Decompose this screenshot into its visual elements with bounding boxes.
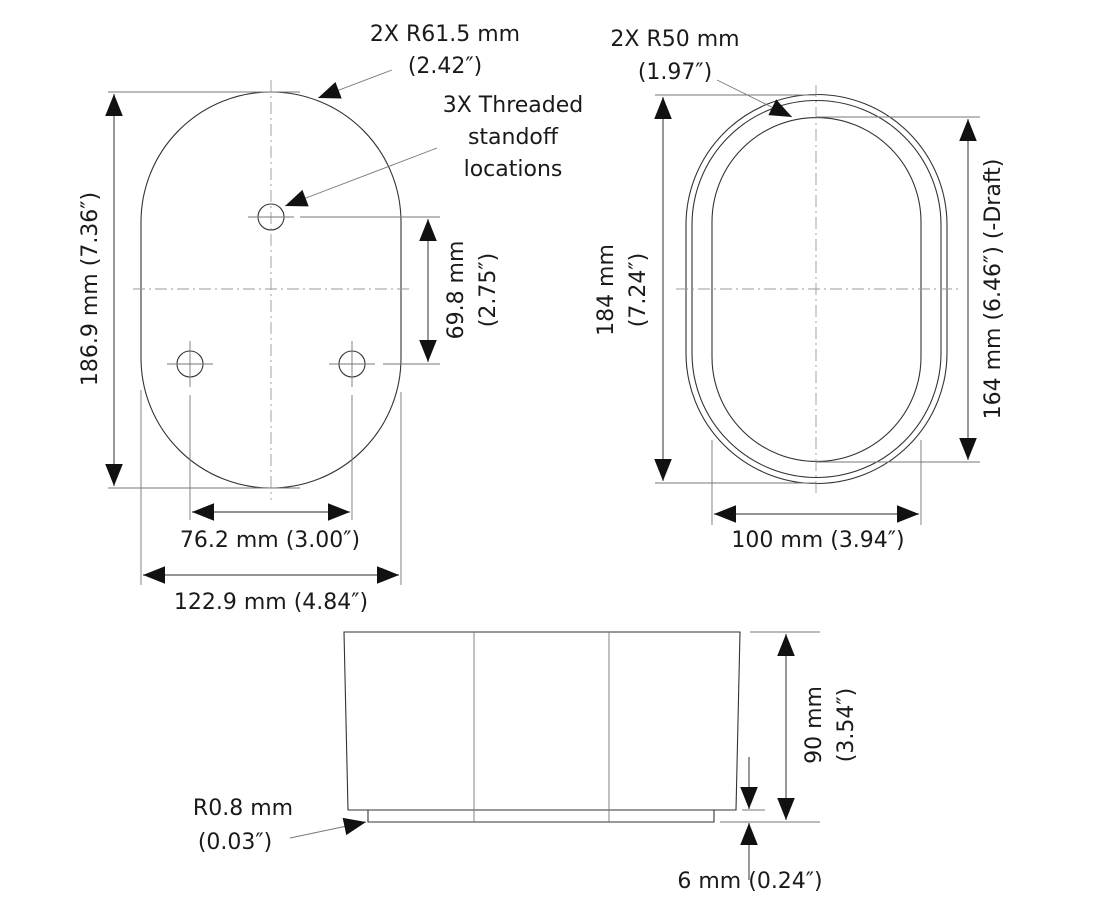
standoff-label-3: locations bbox=[464, 157, 563, 182]
inner-outline bbox=[711, 117, 922, 462]
hole-spacing-h: 76.2 mm (3.00″) bbox=[180, 528, 360, 553]
r50-leader bbox=[716, 79, 793, 118]
standoff-label-2: standoff bbox=[468, 125, 559, 150]
r50-inch: (1.97″) bbox=[638, 60, 712, 85]
hole-spacing-v-in: (2.75″) bbox=[476, 253, 501, 327]
fillet-leader bbox=[289, 817, 367, 839]
step-6-label: 6 mm (0.24″) bbox=[677, 869, 822, 894]
standoff-leader bbox=[284, 147, 438, 207]
inner-height-label: 164 mm (6.46″) (-Draft) bbox=[981, 159, 1006, 420]
outer-outline-2 bbox=[691, 100, 942, 478]
top-radius-label: 2X R61.5 mm bbox=[370, 22, 520, 47]
height-184-in: (7.24″) bbox=[626, 253, 651, 327]
outer-outline bbox=[685, 93, 948, 485]
top-view: 2X R61.5 mm (2.42″) 3X Threaded standoff… bbox=[78, 22, 583, 615]
side-view: 90 mm (3.54″) 6 mm (0.24″) R0.8 mm (0.03… bbox=[193, 631, 859, 894]
fillet-in: (0.03″) bbox=[198, 830, 272, 855]
hole-spacing-v-mm: 69.8 mm bbox=[444, 241, 469, 340]
inner-width-label: 100 mm (3.94″) bbox=[731, 528, 904, 553]
side-base bbox=[367, 810, 715, 823]
bottom-view: 2X R50 mm (1.97″) 184 mm (7.24″) 164 mm … bbox=[594, 27, 1006, 553]
standoff-label-1: 3X Threaded bbox=[443, 93, 584, 118]
height-90-in: (3.54″) bbox=[834, 688, 859, 762]
top-radius-inch: (2.42″) bbox=[408, 54, 482, 79]
height-90-mm: 90 mm bbox=[802, 686, 827, 764]
top-width-label: 122.9 mm (4.84″) bbox=[174, 590, 368, 615]
top-outline bbox=[140, 91, 402, 489]
r50-label: 2X R50 mm bbox=[610, 27, 739, 52]
height-184-mm: 184 mm bbox=[594, 244, 619, 336]
radius-leader bbox=[317, 69, 393, 99]
top-height-label: 186.9 mm (7.36″) bbox=[78, 192, 103, 386]
side-body bbox=[343, 631, 741, 811]
fillet-mm: R0.8 mm bbox=[193, 796, 293, 821]
